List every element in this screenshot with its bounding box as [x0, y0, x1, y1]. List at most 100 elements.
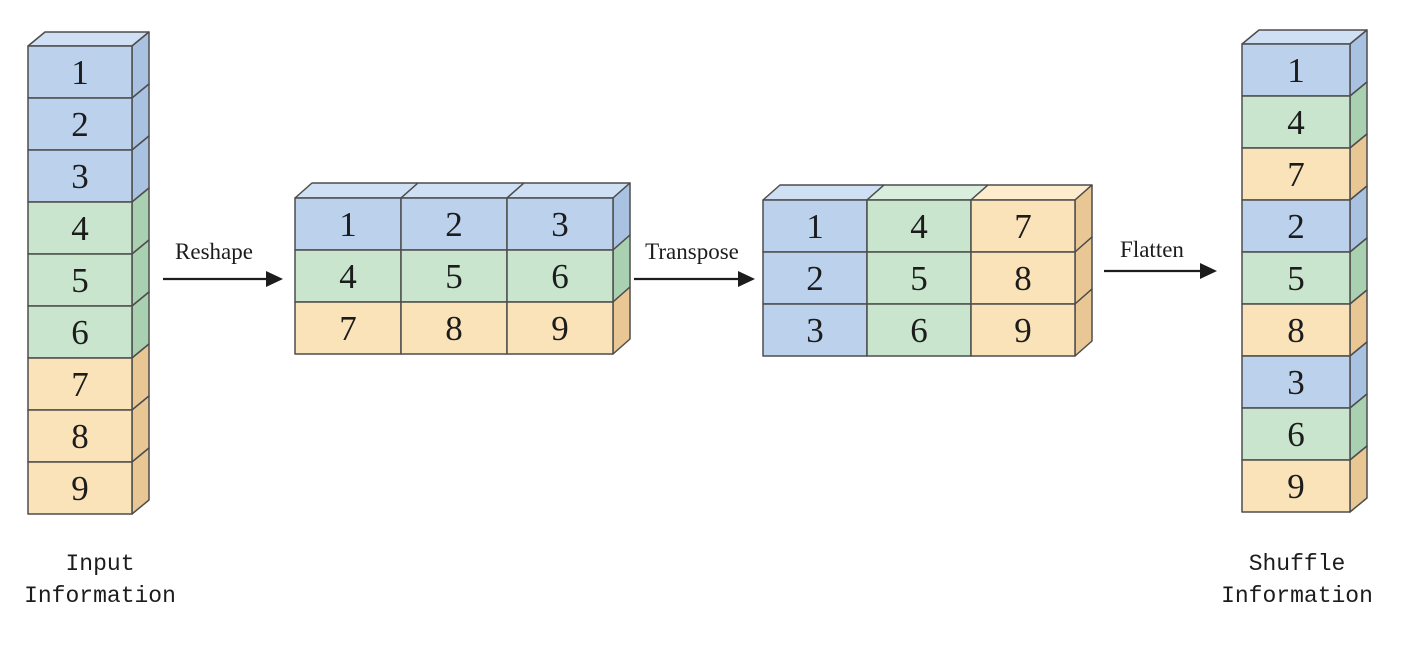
cell-value: 8: [1014, 259, 1032, 298]
flatten-label: Flatten: [1120, 237, 1184, 262]
cell-value: 3: [551, 205, 569, 244]
cell-front-face: [506, 197, 614, 251]
cell-front-face: [294, 249, 402, 303]
cell-value: 6: [551, 257, 569, 296]
cell-front-face: [27, 461, 133, 515]
transpose-matrix: 1 4 7 2 5 8 3 6: [762, 184, 1093, 357]
reshape-cell-r2c3: 6: [506, 249, 614, 303]
cell-value: 4: [71, 209, 89, 248]
cell-value: 7: [1287, 155, 1305, 194]
cell-front-face: [1241, 459, 1351, 513]
cell-value: 2: [1287, 207, 1305, 246]
input-stack-label-line2: Information: [24, 583, 176, 609]
cell-value: 5: [71, 261, 89, 300]
cell-value: 7: [339, 309, 357, 348]
cell-value: 7: [1014, 207, 1032, 246]
input-cell-9: 9: [27, 447, 150, 515]
shuffle-cell-1: 1: [1241, 29, 1368, 97]
cell-value: 5: [1287, 259, 1305, 298]
cell-value: 1: [339, 205, 357, 244]
transpose-cell-r1c2: 4: [866, 199, 972, 253]
reshape-label: Reshape: [175, 239, 253, 264]
flatten-arrow: Flatten: [1104, 237, 1217, 279]
cell-value: 5: [445, 257, 463, 296]
shuffle-cell-8: 6: [1241, 393, 1368, 461]
cell-value: 8: [445, 309, 463, 348]
reshape-arrow: Reshape: [163, 239, 283, 287]
cell-front-face: [1241, 355, 1351, 409]
input-cell-3: 3: [27, 135, 150, 203]
cell-front-face: [762, 251, 868, 305]
input-stack-label-line1: Input: [65, 551, 134, 577]
cell-value: 6: [71, 313, 89, 352]
cell-value: 8: [1287, 311, 1305, 350]
cell-front-face: [27, 357, 133, 411]
cell-value: 9: [1014, 311, 1032, 350]
matrix-top-face: [294, 182, 419, 199]
cell-front-face: [27, 253, 133, 307]
cell-value: 3: [1287, 363, 1305, 402]
cell-value: 2: [445, 205, 463, 244]
matrix-top-face: [506, 182, 631, 199]
shuffle-cell-4: 2: [1241, 185, 1368, 253]
cell-value: 5: [910, 259, 928, 298]
cell-front-face: [27, 201, 133, 255]
cell-value: 9: [1287, 467, 1305, 506]
transpose-cell-r3c1: 3: [762, 303, 868, 357]
cell-value: 1: [806, 207, 824, 246]
cell-front-face: [27, 305, 133, 359]
cell-front-face: [506, 249, 614, 303]
cell-value: 1: [1287, 51, 1305, 90]
reshape-cell-r2c1: 4: [294, 249, 402, 303]
cell-value: 6: [910, 311, 928, 350]
transpose-arrowhead-icon: [738, 271, 755, 287]
shuffle-cell-2: 4: [1241, 81, 1368, 149]
reshape-arrowhead-icon: [266, 271, 283, 287]
reshape-cell-r3c2: 8: [400, 301, 508, 355]
input-cell-7: 7: [27, 343, 150, 411]
cell-value: 1: [71, 53, 89, 92]
reshape-cell-r3c1: 7: [294, 301, 402, 355]
input-cell-5: 5: [27, 239, 150, 307]
matrix-top-face: [866, 184, 989, 201]
input-cell-8: 8: [27, 395, 150, 463]
transpose-cell-r3c3: 9: [970, 303, 1076, 357]
cell-front-face: [1241, 199, 1351, 253]
reshape-cell-r2c2: 5: [400, 249, 508, 303]
cell-front-face: [1241, 43, 1351, 97]
cell-value: 9: [71, 469, 89, 508]
shuffle-cell-5: 5: [1241, 237, 1368, 305]
cell-front-face: [866, 251, 972, 305]
transpose-cell-r1c1: 1: [762, 199, 868, 253]
transpose-cell-r3c2: 6: [866, 303, 972, 357]
cell-front-face: [1241, 407, 1351, 461]
cell-front-face: [1241, 303, 1351, 357]
cell-front-face: [1241, 251, 1351, 305]
cell-value: 2: [71, 105, 89, 144]
cell-front-face: [970, 303, 1076, 357]
transpose-cell-r2c2: 5: [866, 251, 972, 305]
shuffle-stack-label-line1: Shuffle: [1249, 551, 1346, 577]
input-cell-2: 2: [27, 83, 150, 151]
shuffle-cell-3: 7: [1241, 133, 1368, 201]
transpose-cell-r2c1: 2: [762, 251, 868, 305]
cell-value: 9: [551, 309, 569, 348]
cell-value: 6: [1287, 415, 1305, 454]
transpose-cell-r1c3: 7: [970, 199, 1076, 253]
reshape-cell-r1c1: 1: [294, 197, 402, 251]
cell-front-face: [866, 303, 972, 357]
reshape-cell-r1c3: 3: [506, 197, 614, 251]
input-stack: 1 2 3 4 5 6 7: [24, 31, 176, 609]
reshape-cell-r3c3: 9: [506, 301, 614, 355]
transpose-cell-r2c3: 8: [970, 251, 1076, 305]
cell-front-face: [294, 197, 402, 251]
cell-value: 4: [339, 257, 357, 296]
cell-value: 3: [71, 157, 89, 196]
cell-front-face: [294, 301, 402, 355]
shuffle-stack-top-face: [1241, 29, 1368, 45]
flatten-arrowhead-icon: [1200, 263, 1217, 279]
reshape-cell-r1c2: 2: [400, 197, 508, 251]
cell-value: 4: [910, 207, 928, 246]
cell-value: 2: [806, 259, 824, 298]
